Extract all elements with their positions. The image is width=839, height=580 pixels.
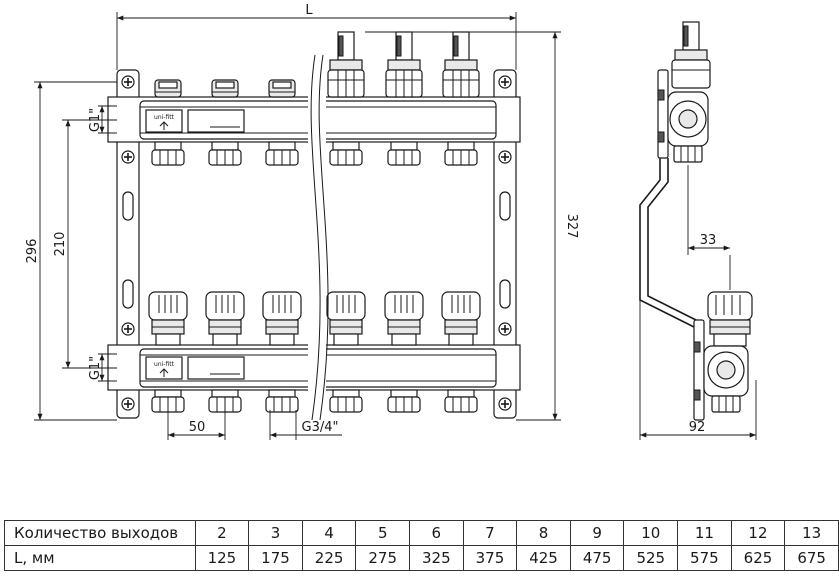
manifold-drawing: L uni-fitt <box>25 3 757 440</box>
table-cell: 5 <box>355 520 411 546</box>
table-cell: 375 <box>462 545 518 571</box>
dim-92-label: 92 <box>689 420 706 435</box>
dim-50-label: 50 <box>189 420 206 435</box>
return-label-plate <box>187 356 245 380</box>
table-cell: 3 <box>248 520 303 546</box>
table-cell: 675 <box>784 545 839 571</box>
dim-296-label: 296 <box>25 239 40 264</box>
table-cell: 125 <box>194 545 250 571</box>
side-bracket-top <box>657 69 669 159</box>
table-cell: 325 <box>409 545 464 571</box>
table-row-lengths: L, мм 125 175 225 275 325 375 425 475 52… <box>4 545 839 571</box>
break-lines <box>308 54 329 435</box>
table-cell: 2 <box>194 520 250 546</box>
table-cell: 11 <box>677 520 732 546</box>
supply-logo-plate <box>145 109 183 133</box>
return-brand: uni-fitt <box>154 361 175 368</box>
side-view: 33 92 <box>639 21 757 440</box>
table-cell: 9 <box>569 520 625 546</box>
supply-label-plate <box>187 109 245 133</box>
table-cell: 575 <box>677 545 732 571</box>
return-valve-knobs <box>148 291 481 346</box>
side-connecting-strap <box>639 158 701 331</box>
supply-valve-caps <box>154 79 296 98</box>
dim-L-label: L <box>305 3 313 18</box>
dim-g1-top-label: G1" <box>88 108 103 132</box>
supply-brand: uni-fitt <box>154 114 175 121</box>
table-cell: 225 <box>301 545 357 571</box>
table-header-length: L, мм <box>4 545 196 571</box>
dim-g34-label: G3/4" <box>302 420 339 435</box>
front-view: L uni-fitt <box>25 3 579 440</box>
return-outlets <box>151 389 478 413</box>
dim-g1-bottom-label: G1" <box>88 356 103 380</box>
right-slot-bottom <box>499 279 511 309</box>
table-cell: 8 <box>516 520 571 546</box>
dim-33-label: 33 <box>700 233 717 248</box>
table-cell: 6 <box>409 520 464 546</box>
left-slot-top <box>122 191 134 221</box>
side-return-knob <box>707 291 753 321</box>
table-cell: 425 <box>516 545 571 571</box>
table-cell: 475 <box>569 545 625 571</box>
table-header-outlets: Количество выходов <box>4 520 196 546</box>
supply-outlets <box>151 141 478 166</box>
table-cell: 7 <box>462 520 518 546</box>
table-cell: 4 <box>301 520 357 546</box>
dim-210-label: 210 <box>53 232 68 257</box>
left-slot-bottom <box>122 279 134 309</box>
table-row-outlets: Количество выходов 2 3 4 5 6 7 8 9 10 11… <box>4 520 839 546</box>
table-cell: 275 <box>355 545 411 571</box>
table-cell: 12 <box>730 520 786 546</box>
table-cell: 13 <box>784 520 839 546</box>
bracket-screws <box>121 75 512 411</box>
side-bracket-bottom <box>693 319 705 421</box>
table-cell: 525 <box>623 545 679 571</box>
table-cell: 10 <box>623 520 679 546</box>
outlets-length-table: Количество выходов 2 3 4 5 6 7 8 9 10 11… <box>4 520 839 571</box>
table-cell: 175 <box>248 545 303 571</box>
right-slot-top <box>499 191 511 221</box>
return-logo-plate <box>145 356 183 380</box>
dim-327-label: 327 <box>564 214 579 239</box>
table-cell: 625 <box>730 545 786 571</box>
flow-meters <box>327 31 480 98</box>
